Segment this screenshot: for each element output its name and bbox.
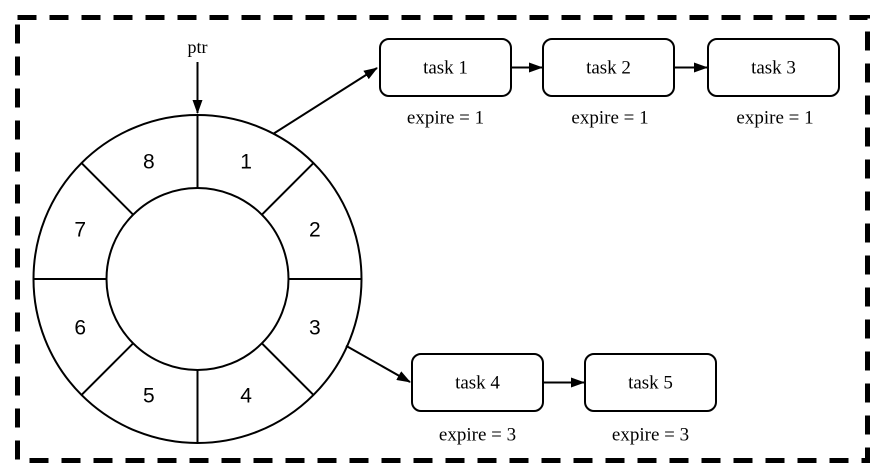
wheel-slot-label-1: 1 bbox=[240, 150, 252, 174]
dashed-border bbox=[15, 15, 870, 463]
wheel-slot-label-7: 7 bbox=[74, 218, 87, 242]
task-4-label: task 4 bbox=[455, 372, 500, 393]
pointer-label: ptr bbox=[187, 37, 208, 57]
task-3-box bbox=[707, 38, 840, 97]
wheel-spoke-lower-right bbox=[261, 342, 315, 396]
arrow-slot1-to-task1 bbox=[272, 67, 378, 135]
wheel-spoke-upper-left bbox=[80, 162, 134, 216]
task-5-expire-label: expire = 3 bbox=[611, 424, 690, 446]
task-2-expire-label: expire = 1 bbox=[571, 107, 649, 129]
task-4-box bbox=[411, 353, 544, 412]
wheel-slot-label-5: 5 bbox=[143, 384, 155, 408]
wheel-slot-label-2: 2 bbox=[308, 218, 321, 242]
task-1-expire-label: expire = 1 bbox=[406, 107, 485, 129]
task-1-label: task 1 bbox=[423, 57, 468, 78]
wheel-slot-label-6: 6 bbox=[74, 316, 87, 340]
arrow-slot3-to-task4 bbox=[345, 344, 411, 383]
wheel-spoke-lower-left bbox=[80, 342, 134, 396]
task-2-label: task 2 bbox=[586, 57, 631, 78]
task-3-label: task 3 bbox=[751, 57, 796, 78]
task-3-expire-label: expire = 1 bbox=[736, 107, 814, 129]
wheel-slot-label-4: 4 bbox=[240, 384, 252, 408]
wheel-spoke-upper-right bbox=[261, 162, 315, 216]
wheel-slot-label-3: 3 bbox=[308, 316, 321, 340]
task-4-expire-label: expire = 3 bbox=[438, 424, 517, 446]
task-5-label: task 5 bbox=[628, 372, 673, 393]
task-2-box bbox=[542, 38, 675, 97]
task-5-box bbox=[584, 353, 717, 412]
task-1-box bbox=[379, 38, 512, 97]
wheel-inner-circle bbox=[105, 187, 290, 371]
wheel-slot-label-8: 8 bbox=[143, 150, 155, 174]
